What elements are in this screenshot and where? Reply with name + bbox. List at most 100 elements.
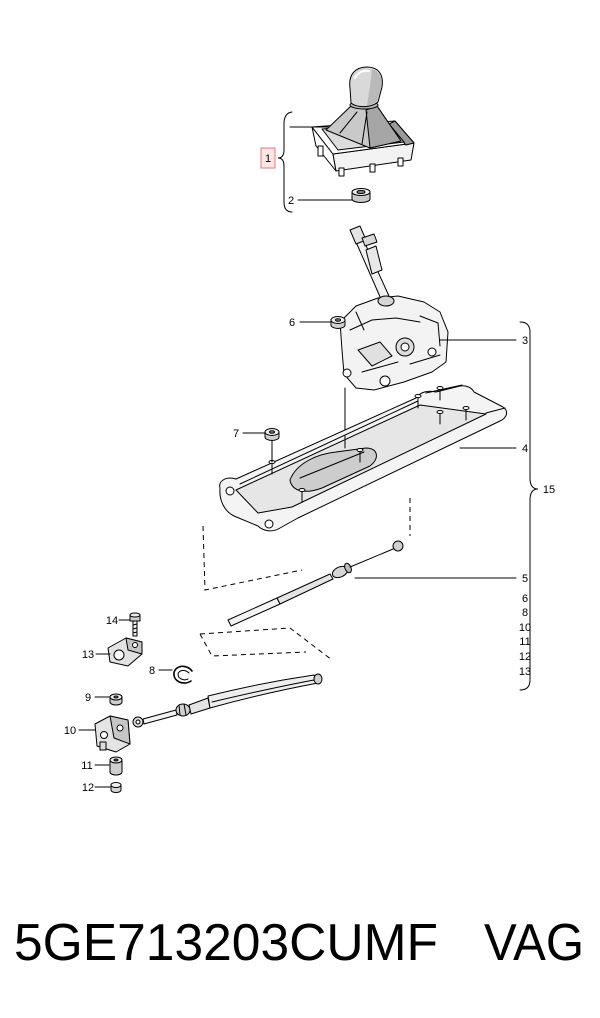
part-5-shift-cable (227, 540, 404, 627)
part-1-shift-knob-with-boot (311, 66, 415, 177)
bolt-thread (132, 623, 138, 634)
bracket-foot (99, 741, 107, 751)
housing-mount-hole (379, 375, 391, 387)
group-15-list-item: 13 (519, 666, 531, 678)
clip-outer (173, 665, 193, 684)
part-11-bushing (109, 756, 123, 776)
footer: 5GE713203CUMF VAG (14, 914, 584, 972)
nut-hole (335, 318, 341, 322)
plate-studs (268, 386, 470, 503)
housing-pivot-center (400, 342, 410, 352)
bushing-side (109, 759, 123, 776)
part-2-ring (351, 188, 371, 203)
housing-rib (349, 315, 441, 347)
leader-lines (78, 111, 539, 788)
part-12-spacer (110, 782, 122, 793)
knob-shade (367, 69, 382, 105)
lever-sleeve (365, 245, 383, 275)
housing-mount-hole (342, 368, 352, 378)
cable-sleeve (276, 573, 334, 605)
cable-sleeve-line (211, 679, 315, 703)
bracket-hole (113, 649, 125, 661)
bushing-hole (113, 758, 119, 762)
group-15-list-item: 6 (522, 593, 528, 605)
callout-4: 4 (522, 443, 528, 455)
callout-1: 1 (265, 153, 271, 165)
stud-top (436, 386, 444, 390)
brand-label: VAG (484, 914, 584, 972)
callout-8: 8 (149, 665, 155, 677)
plate-tab-hole (225, 486, 235, 496)
cable-boot (175, 703, 191, 717)
cable-sleeve (207, 674, 319, 709)
part-14-bolt (129, 612, 141, 637)
part-3-gear-lever-housing (339, 225, 449, 391)
plate-tab-hole (264, 519, 274, 529)
callout-1-highlight (260, 147, 276, 169)
knob-highlight (354, 69, 370, 79)
part-4-base-plate (219, 384, 508, 532)
bracket-hole (100, 731, 108, 739)
plate-rails (239, 384, 506, 485)
clip-inner (177, 670, 190, 681)
group-15-list-item: 12 (519, 651, 531, 663)
callout-5: 5 (522, 573, 528, 585)
dashed-line (199, 627, 333, 661)
assembly-dashed-lines (199, 498, 411, 661)
cable-rod (227, 597, 281, 627)
group-15-list-item: 11 (519, 636, 530, 648)
housing-gate (357, 341, 393, 367)
cable-rod (142, 709, 178, 725)
frame-clip (369, 163, 376, 173)
callout-3: 3 (522, 335, 528, 347)
part-8-clip (173, 665, 193, 684)
housing-body (339, 295, 449, 391)
callout-labels: 1 2 3 6 7 4 15 5 6 8 10 11 12 13 14 13 8… (64, 147, 555, 794)
bracket-hole (132, 642, 138, 648)
callout-10: 10 (64, 725, 76, 737)
frame-dark-strip (388, 120, 415, 146)
callout-12: 12 (82, 782, 94, 794)
spacer-top (110, 782, 122, 788)
dashed-line (202, 525, 303, 591)
callout-9: 9 (85, 692, 91, 704)
plate-hump-ridge (299, 451, 365, 479)
part-13-bracket (107, 637, 143, 667)
group-15-list-item: 10 (519, 622, 531, 634)
housing-hole (427, 347, 437, 357)
ring-hole (356, 190, 366, 194)
stud-top (414, 394, 422, 398)
group-15-list-item: 8 (522, 607, 528, 619)
stud-top (356, 448, 364, 452)
cable-boot-ribs (178, 703, 187, 716)
part-number: 5GE713203CUMF (14, 914, 438, 972)
nut-hole (113, 695, 119, 699)
callout-2: 2 (288, 195, 294, 207)
lever-crossbar (361, 233, 378, 247)
boot-folds (339, 111, 368, 145)
stud-top (298, 488, 306, 492)
brace-part-15 (519, 321, 539, 691)
callout-7: 7 (233, 428, 239, 440)
callout-14: 14 (106, 615, 118, 627)
part-6-nut (330, 316, 346, 329)
frame-clip (397, 157, 404, 167)
part-9-nut (109, 693, 123, 706)
stud (271, 387, 467, 503)
bracket-hole (116, 724, 124, 732)
frame-clip (317, 145, 324, 157)
callout-11: 11 (81, 760, 92, 772)
cable-ball-end (392, 540, 404, 552)
housing-detail (355, 311, 441, 373)
part-7-nut (264, 428, 280, 441)
stud-top (436, 410, 444, 414)
cable-wire (349, 548, 394, 568)
bolt-head-top (129, 612, 141, 618)
callout-15: 15 (543, 484, 555, 496)
lower-shift-cable (132, 673, 323, 728)
lever-ball (377, 295, 395, 307)
frame-clip (338, 167, 345, 177)
cable-connector (188, 697, 211, 715)
nut-hole (269, 430, 275, 434)
